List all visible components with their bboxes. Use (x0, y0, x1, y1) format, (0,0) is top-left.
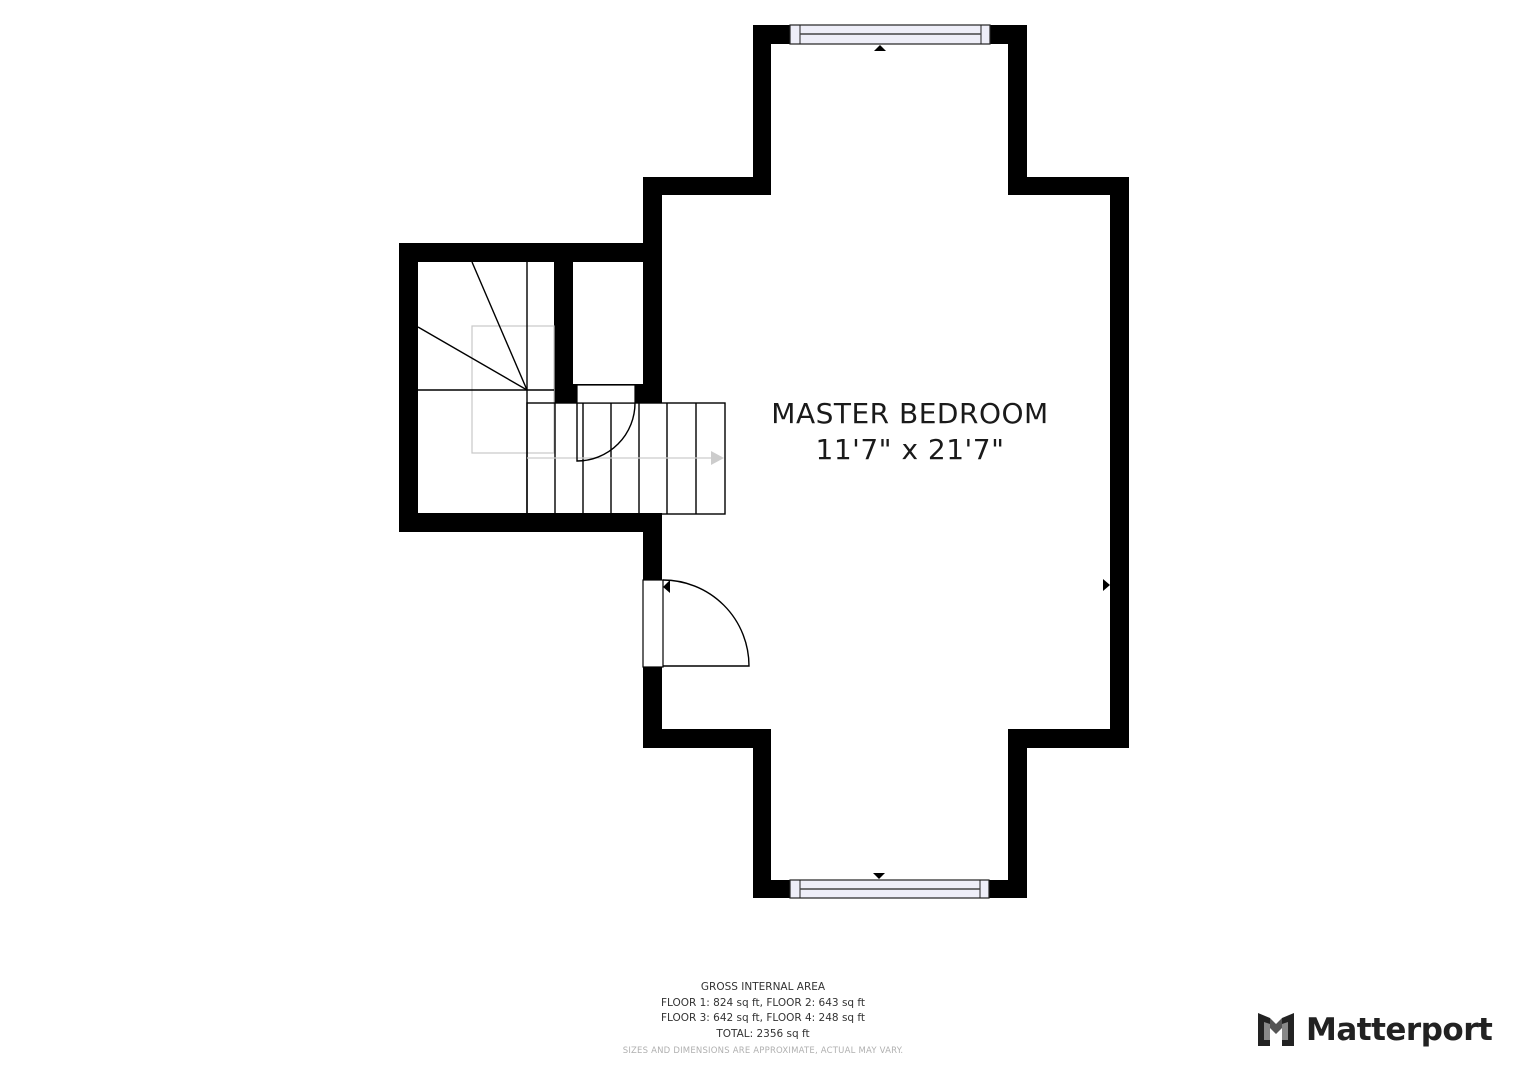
area-summary: GROSS INTERNAL AREA FLOOR 1: 824 sq ft, … (563, 980, 963, 1060)
matterport-logo-icon (1258, 1013, 1294, 1046)
bedroom-walls (643, 25, 1129, 898)
area-line-2: FLOOR 3: 642 sq ft, FLOOR 4: 248 sq ft (660, 1012, 866, 1024)
brand-name: Matterport (1306, 1012, 1493, 1048)
window-marker-icon (873, 873, 885, 879)
room-name: MASTER BEDROOM (771, 397, 1049, 430)
brand: Matterport (1256, 1010, 1493, 1050)
disclaimer: SIZES AND DIMENSIONS ARE APPROXIMATE, AC… (622, 1046, 904, 1056)
wall-marker-icon (1103, 579, 1110, 591)
window-marker-icon (874, 45, 886, 51)
entry-door[interactable] (642, 579, 750, 668)
stair-direction-arrow-icon (711, 451, 724, 465)
area-line-1: FLOOR 1: 824 sq ft, FLOOR 2: 643 sq ft (660, 996, 866, 1009)
closet-door[interactable] (576, 384, 636, 462)
room-dimensions: 11'7" x 21'7" (815, 433, 1005, 466)
area-title: GROSS INTERNAL AREA (700, 981, 826, 993)
room-label: MASTER BEDROOM 11'7" x 21'7" (700, 396, 1120, 468)
area-total: TOTAL: 2356 sq ft (716, 1027, 810, 1040)
winder-stairs (417, 261, 554, 513)
window-south (789, 873, 990, 899)
window-north (789, 24, 991, 51)
door-marker-icon (663, 580, 670, 593)
